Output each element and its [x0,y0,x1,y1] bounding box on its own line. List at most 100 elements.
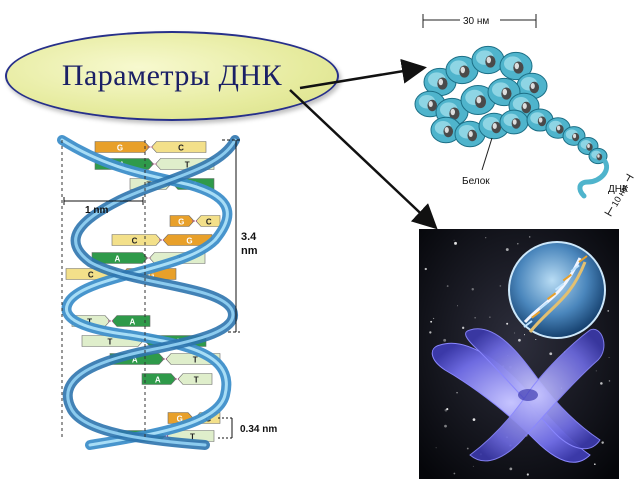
base-right-letter: G [186,237,192,246]
star [471,288,474,291]
nucleosome-coils [414,45,610,199]
star [535,331,538,333]
rise-label: 0.34 nm [240,424,277,435]
star [479,453,482,456]
star [535,339,537,341]
chromatin-fiber: 30 нм Белок 10 нм ДНК [414,13,634,217]
star [446,408,449,411]
star [444,408,448,412]
star [601,441,604,444]
base-right [194,412,221,424]
star [499,285,502,287]
star [474,374,476,376]
base-left-letter: A [115,255,121,264]
nucleosome-coil [516,72,548,100]
protein-label: Белок [462,176,490,187]
star [456,392,458,394]
base-right-letter: C [178,144,184,153]
star [472,418,476,421]
star [514,332,516,334]
base-left [129,178,172,190]
star [453,239,455,241]
base-right [151,141,207,153]
base-right-letter: T [193,356,198,365]
star [485,237,487,239]
base-right [165,353,221,365]
linker-dna [577,157,610,199]
base-right-letter: T [190,433,195,442]
base-left [169,215,195,227]
star [446,285,449,287]
base-left [94,158,154,170]
star [454,241,457,245]
arrow-to-chromosome [289,89,438,230]
base-left [117,430,166,442]
base-right-letter: C [205,415,211,424]
star [472,465,474,467]
star [549,444,552,446]
star [429,331,432,334]
star [527,311,529,313]
nucleosome-coil [499,51,533,81]
star-field [424,236,611,476]
star [457,305,458,307]
nucleosome-coil [423,67,457,97]
star [525,298,527,301]
star [509,365,512,369]
star [607,310,610,312]
star [551,268,554,271]
base-right-letter: C [206,218,212,227]
nucleosome-coil [508,92,540,120]
nucleosome-coil [588,147,608,165]
base-left-letter: G [117,144,123,153]
chromosome-image [419,229,619,479]
pitch-value: 3.4 [241,231,257,243]
star [509,467,513,471]
star [506,322,509,325]
star [453,472,456,475]
base-right-letter: G [148,271,154,280]
star [509,444,512,447]
strand-back-highlight [66,138,237,447]
star [608,357,610,358]
base-right [177,373,213,385]
star [517,243,519,245]
star [547,326,551,329]
star [505,248,509,252]
base-right [144,335,207,347]
star [507,355,509,357]
pitch-unit: nm [241,245,258,257]
base-left [111,234,162,246]
nucleosome-coil [577,137,599,155]
strand-front-highlight [60,138,229,447]
base-right [121,268,177,280]
slide-title: Параметры ДНК [61,59,283,92]
star [524,434,528,437]
nucleosome-coil [460,85,496,115]
base-left [109,353,165,365]
strand-back [62,135,240,450]
star [600,382,603,385]
star [424,267,427,271]
strand-front [57,135,233,450]
base-right-letter: T [177,255,182,264]
space-background [419,229,619,479]
base-left [141,373,177,385]
base-right [166,430,215,442]
nucleosome-coil [562,126,586,146]
fiber-width-label: 30 нм [463,16,489,27]
base-left-letter: A [132,356,138,365]
star [595,370,597,372]
star [575,264,577,266]
base-right [155,158,215,170]
star [548,267,552,271]
